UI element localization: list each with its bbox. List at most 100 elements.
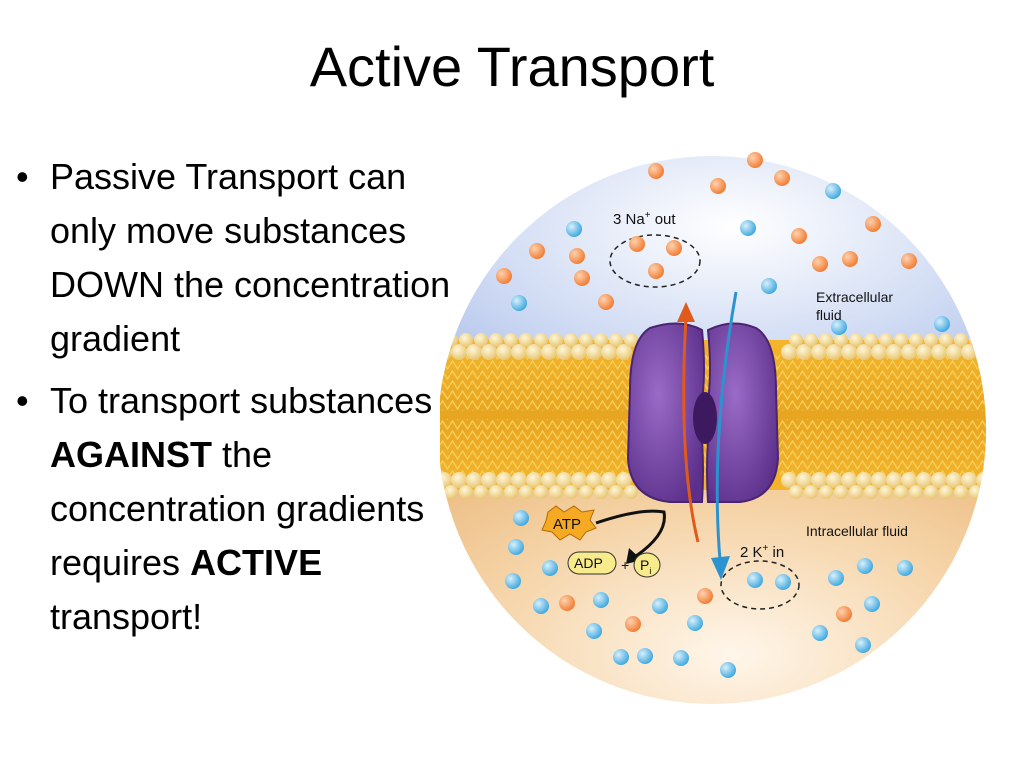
phospholipid-head [789,485,803,499]
potassium-ion [673,650,689,666]
potassium-ion [513,510,529,526]
phospholipid-head [594,485,608,499]
adp-badge: ADP [567,551,617,575]
sodium-ion [648,163,664,179]
phospholipid-head [541,472,557,488]
sodium-ion [529,243,545,259]
phospholipid-head [451,344,467,360]
potassium-ion [637,648,653,664]
phospholipid-head [924,333,938,347]
sodium-ion [574,270,590,286]
phospholipid-head [924,485,938,499]
phospholipid-head [496,472,512,488]
phospholipid-head [886,472,902,488]
phospholipid-head [586,344,602,360]
sodium-ion [598,294,614,310]
phospholipid-head [991,344,1007,360]
phospholipid-head [781,344,797,360]
sodium-ion [569,248,585,264]
phospholipid-head [879,485,893,499]
phospholipid-head [901,344,917,360]
potassium-ion [740,220,756,236]
sodium-potassium-pump-diagram: 3 Na+ out Extracellular fluid Intracellu… [440,140,1024,740]
phospholipid-head [864,333,878,347]
sodium-ion [774,170,790,186]
phospholipid-head [609,333,623,347]
svg-text:ATP: ATP [553,516,581,533]
phospholipid-head [969,485,983,499]
sodium-group-outline [609,234,701,288]
phospholipid-head [984,485,986,499]
potassium-in-arrow [715,291,738,561]
sodium-ion [865,216,881,232]
phospholipid-head [481,344,497,360]
phospholipid-head [466,472,482,488]
sodium-ion [812,256,828,272]
sodium-ions [496,152,917,632]
phospholipid-head [841,344,857,360]
phospholipid-head [826,472,842,488]
phospholipid-head [999,333,1013,347]
phospholipid-head [534,333,548,347]
phospholipid-heads-bottom [440,472,1022,499]
phospholipid-head [946,344,962,360]
sodium-ion [836,606,852,622]
potassium-ion [775,574,791,590]
phosphate-badge: Pi [633,552,661,578]
sodium-ion [496,268,512,284]
phospholipid-head [609,485,623,499]
sodium-ion [666,240,682,256]
phospholipid-head [894,333,908,347]
phospholipid-head [511,344,527,360]
phospholipid-head [474,485,488,499]
phospholipid-head [841,472,857,488]
phospholipid-head [909,333,923,347]
bullet-2-bold-active: ACTIVE [190,542,323,583]
sodium-ion [629,236,645,252]
potassium-ion [511,295,527,311]
phospholipid-head [601,472,617,488]
phospholipid-head [579,485,593,499]
phospholipid-head [526,472,542,488]
phospholipid-head [1006,472,1022,488]
phospholipid-head [834,485,848,499]
potassium-ion [652,598,668,614]
phospholipid-head [444,485,458,499]
phospholipid-head [856,472,872,488]
extracellular-label-1: Extracellular [816,289,893,305]
plus-sign: + [621,557,629,573]
phospholipid-head [789,333,803,347]
phospholipid-head [879,333,893,347]
phospholipid-head [909,485,923,499]
sodium-arrow-head [677,302,695,322]
phospholipid-head [519,485,533,499]
phospholipid-head [549,485,563,499]
phospholipid-head [931,472,947,488]
potassium-ion [533,598,549,614]
phospholipid-head [459,485,473,499]
phospholipid-head [811,344,827,360]
phospholipid-head [616,344,632,360]
phospholipid-head [796,344,812,360]
svg-text:ADP: ADP [574,555,603,571]
potassium-ion [761,278,777,294]
phospholipid-head [939,485,953,499]
phospholipid-head [849,333,863,347]
phospholipid-head [616,472,632,488]
potassium-ion [613,649,629,665]
slide-title: Active Transport [309,35,715,98]
potassium-ion [505,573,521,589]
potassium-ion [566,221,582,237]
phospholipid-head [819,333,833,347]
potassium-ion [747,572,763,588]
potassium-ion [586,623,602,639]
bullet-1-text: Passive Transport can only move substanc… [50,156,451,359]
potassium-ion [934,316,950,332]
sodium-ion [559,595,575,611]
phospholipid-head [946,472,962,488]
phospholipid-head [999,485,1013,499]
sodium-ion [791,228,807,244]
phospholipid-head [1006,344,1022,360]
sodium-ion [697,588,713,604]
phospholipid-head [871,472,887,488]
